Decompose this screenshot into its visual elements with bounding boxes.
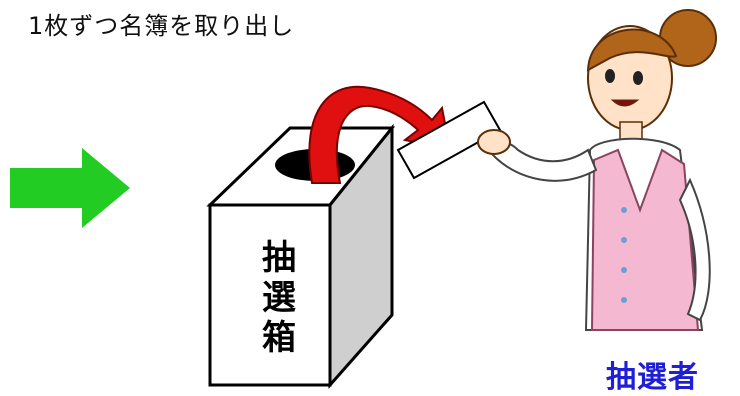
ballot-box bbox=[206, 123, 396, 389]
instruction-caption: 1枚ずつ名簿を取り出し bbox=[28, 12, 295, 40]
box-label-char: 抽 bbox=[262, 238, 296, 278]
pink-vest bbox=[590, 148, 700, 331]
box-label-char: 選 bbox=[262, 278, 296, 318]
right-arrow-icon bbox=[10, 148, 130, 228]
drawer-label: 抽選者 bbox=[606, 360, 699, 395]
drawer-person bbox=[477, 9, 717, 331]
box-label-char: 箱 bbox=[262, 318, 296, 358]
ballot-box-label: 抽 選 箱 bbox=[259, 238, 299, 358]
box-front bbox=[208, 203, 332, 387]
curved-arrow-icon bbox=[308, 85, 452, 184]
